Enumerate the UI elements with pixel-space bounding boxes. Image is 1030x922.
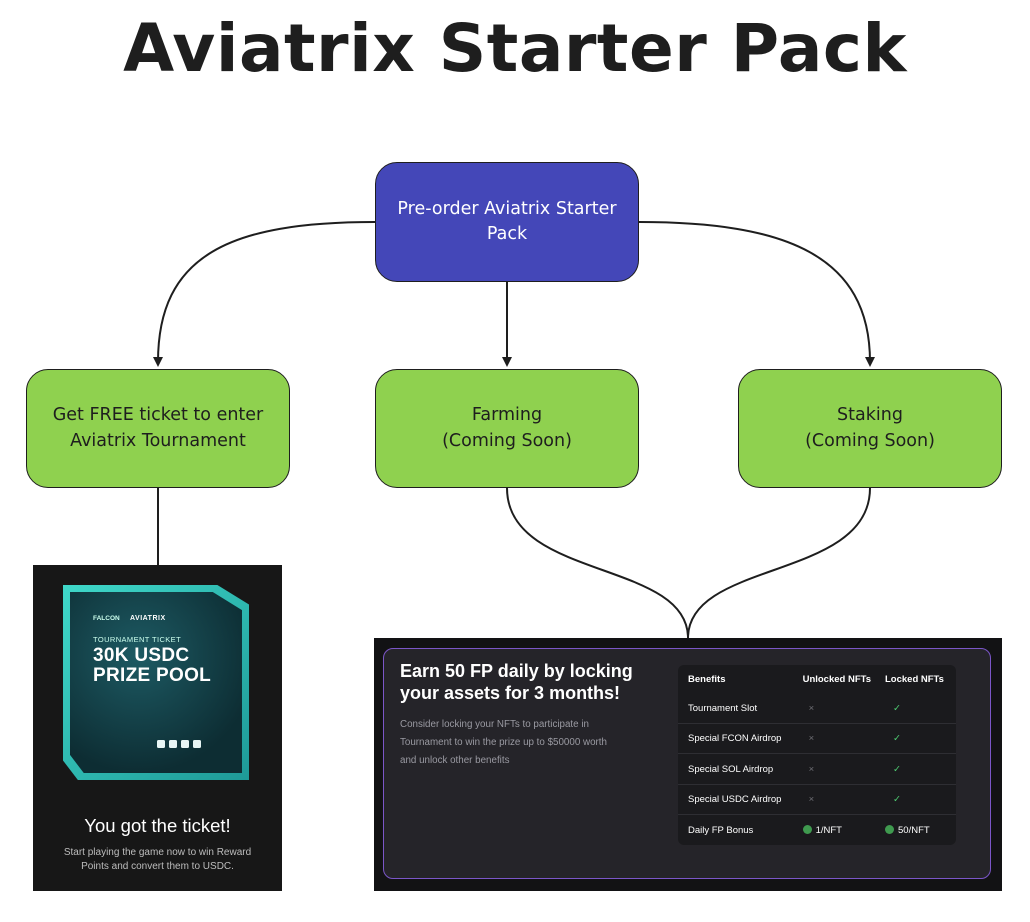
node-farming: Farming (Coming Soon) bbox=[375, 369, 639, 488]
connector-root-to-staking bbox=[638, 221, 875, 367]
table-row: Daily FP Bonus 1/NFT 50/NFT bbox=[678, 814, 956, 845]
apple-icon bbox=[181, 740, 189, 748]
cross-icon: × bbox=[802, 783, 885, 815]
android-icon bbox=[169, 740, 177, 748]
aviatrix-logo: AVIATRIX bbox=[130, 615, 166, 622]
node-label: Get FREE ticket to enter bbox=[52, 405, 264, 426]
node-label: (Coming Soon) bbox=[805, 430, 935, 451]
desc-line: Tournament to win the prize up to $50000… bbox=[400, 737, 607, 748]
table-row: Special SOL Airdrop × ✓ bbox=[678, 753, 956, 785]
node-free-ticket: Get FREE ticket to enter Aviatrix Tourna… bbox=[26, 369, 290, 488]
check-icon: ✓ bbox=[885, 753, 956, 785]
benefits-table: Benefits Unlocked NFTs Locked NFTs Tourn… bbox=[678, 665, 956, 845]
table-row: Tournament Slot × ✓ bbox=[678, 693, 956, 723]
table-row: Special USDC Airdrop × ✓ bbox=[678, 783, 956, 815]
fp-value: 50/NFT bbox=[898, 824, 930, 836]
fp-bonus-locked: 50/NFT bbox=[885, 814, 956, 845]
table-row: Special FCON Airdrop × ✓ bbox=[678, 722, 956, 754]
node-preorder-starter-pack: Pre-order Aviatrix Starter Pack bbox=[375, 162, 639, 282]
check-icon: ✓ bbox=[893, 702, 901, 714]
farming-heading: Earn 50 FP daily by locking your assets … bbox=[400, 660, 660, 704]
fp-value: 1/NFT bbox=[815, 824, 842, 836]
ticket-card: FALCON AVIATRIX TOURNAMENT TICKET 30K US… bbox=[33, 565, 282, 891]
fp-bonus-unlocked: 1/NFT bbox=[802, 814, 885, 845]
cross-icon: × bbox=[802, 722, 885, 754]
ticket-prize: 30K USDC PRIZE POOL bbox=[93, 646, 243, 686]
ticket-description: Start playing the game now to win Reward… bbox=[47, 846, 268, 874]
column-header: Locked NFTs bbox=[885, 673, 944, 685]
node-label: Staking bbox=[837, 405, 903, 426]
column-header: Unlocked NFTs bbox=[802, 673, 872, 685]
connector-staking-to-panel bbox=[687, 487, 871, 639]
desc-line: and unlock other benefits bbox=[400, 755, 510, 766]
desc-line: Consider locking your NFTs to participat… bbox=[400, 719, 589, 730]
node-label: Aviatrix Tournament bbox=[70, 430, 246, 451]
farming-benefits-panel: Earn 50 FP daily by locking your assets … bbox=[374, 638, 1002, 891]
node-staking: Staking (Coming Soon) bbox=[738, 369, 1002, 488]
ticket-heading: You got the ticket! bbox=[84, 815, 231, 836]
check-icon: ✓ bbox=[885, 783, 956, 815]
steam-icon bbox=[157, 740, 165, 748]
fp-coin-icon bbox=[802, 824, 812, 834]
windows-icon bbox=[193, 740, 201, 748]
heading-line: your assets for 3 months! bbox=[400, 683, 621, 703]
desc-line: Start playing the game now to win Reward bbox=[63, 847, 252, 858]
fp-coin-icon bbox=[885, 824, 894, 834]
node-label: (Coming Soon) bbox=[442, 430, 572, 451]
cross-icon: × bbox=[802, 753, 885, 785]
ticket-label: TOURNAMENT TICKET bbox=[93, 635, 182, 644]
benefit-label: Tournament Slot bbox=[688, 702, 758, 714]
page-title: Aviatrix Starter Pack bbox=[123, 10, 907, 87]
benefit-label: Special FCON Airdrop bbox=[678, 722, 803, 754]
prize-line: 30K USDC bbox=[93, 645, 190, 666]
node-label: Pre-order Aviatrix Starter bbox=[397, 198, 617, 219]
prize-line: PRIZE POOL bbox=[93, 665, 212, 686]
connector-root-to-free-ticket bbox=[153, 221, 376, 367]
benefit-label: Special SOL Airdrop bbox=[678, 753, 803, 785]
farming-description: Consider locking your NFTs to participat… bbox=[400, 716, 650, 770]
heading-line: Earn 50 FP daily by locking bbox=[400, 661, 633, 681]
node-label: Farming bbox=[471, 405, 543, 426]
falcon-logo: FALCON bbox=[93, 615, 120, 622]
table-header-row: Benefits Unlocked NFTs Locked NFTs bbox=[678, 665, 956, 693]
desc-line: Points and convert them to USDC. bbox=[81, 861, 234, 872]
column-header: Benefits bbox=[688, 673, 726, 685]
platform-icons bbox=[157, 740, 201, 748]
connector-farming-to-panel bbox=[506, 487, 689, 639]
cross-icon: × bbox=[808, 702, 815, 714]
node-label: Pack bbox=[486, 224, 528, 244]
benefit-label: Special USDC Airdrop bbox=[678, 783, 803, 815]
benefit-label: Daily FP Bonus bbox=[678, 814, 803, 845]
check-icon: ✓ bbox=[885, 722, 956, 754]
ticket-face bbox=[70, 592, 242, 773]
